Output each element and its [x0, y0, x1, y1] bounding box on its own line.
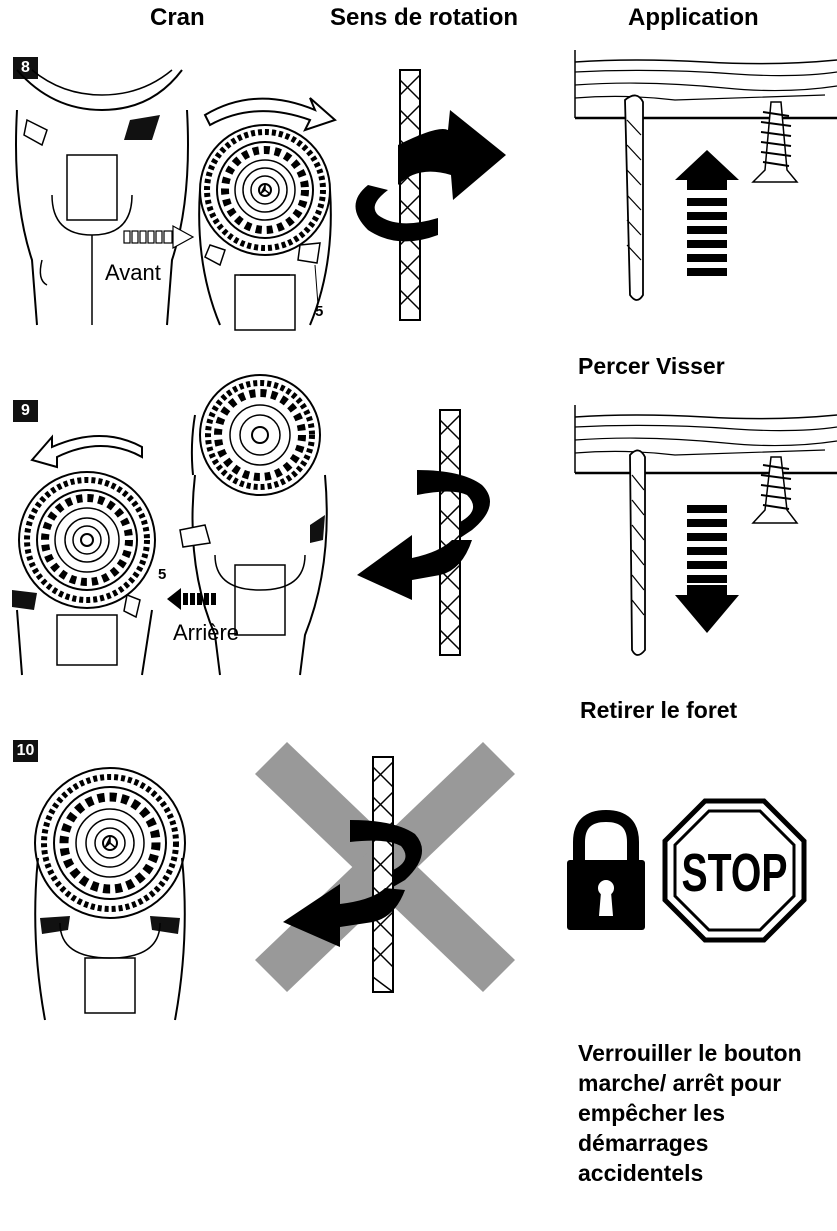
stop-sign-text: STOP [682, 843, 788, 903]
direction-arrow-forward-icon [123, 224, 195, 250]
drill-chuck-icon [34, 767, 186, 1021]
header-cran: Cran [150, 4, 205, 31]
part-number-5: 5 [158, 566, 167, 583]
caption-verrouiller: Verrouiller le bouton marche/ arrêt pour… [578, 1040, 802, 1186]
application-drilling-icon [574, 50, 837, 301]
drill-body-icon [15, 69, 189, 326]
rotation-counterclockwise-icon [357, 409, 490, 656]
direction-arrow-reverse-icon [167, 588, 216, 610]
step-badge-10: 10 [13, 740, 38, 762]
part-number-5: 5 [315, 303, 324, 320]
caption-retirer-le-foret: Retirer le foret [580, 697, 738, 723]
caption-percer-visser: Percer Visser [578, 353, 725, 379]
stop-sign-icon: STOP [662, 798, 807, 943]
header-sens-de-rotation: Sens de rotation [330, 4, 519, 31]
label-avant: Avant [105, 260, 161, 285]
drill-body-icon [179, 374, 328, 676]
padlock-icon [567, 809, 645, 930]
step-badge-9: 9 [13, 400, 38, 422]
drill-chuck-icon [12, 434, 156, 676]
header-application: Application [628, 4, 759, 31]
drill-chuck-icon [198, 97, 337, 331]
rotation-clockwise-icon [355, 69, 506, 321]
application-withdraw-icon [574, 405, 837, 656]
label-arriere: Arrière [173, 620, 240, 645]
cross-icon [255, 742, 515, 993]
